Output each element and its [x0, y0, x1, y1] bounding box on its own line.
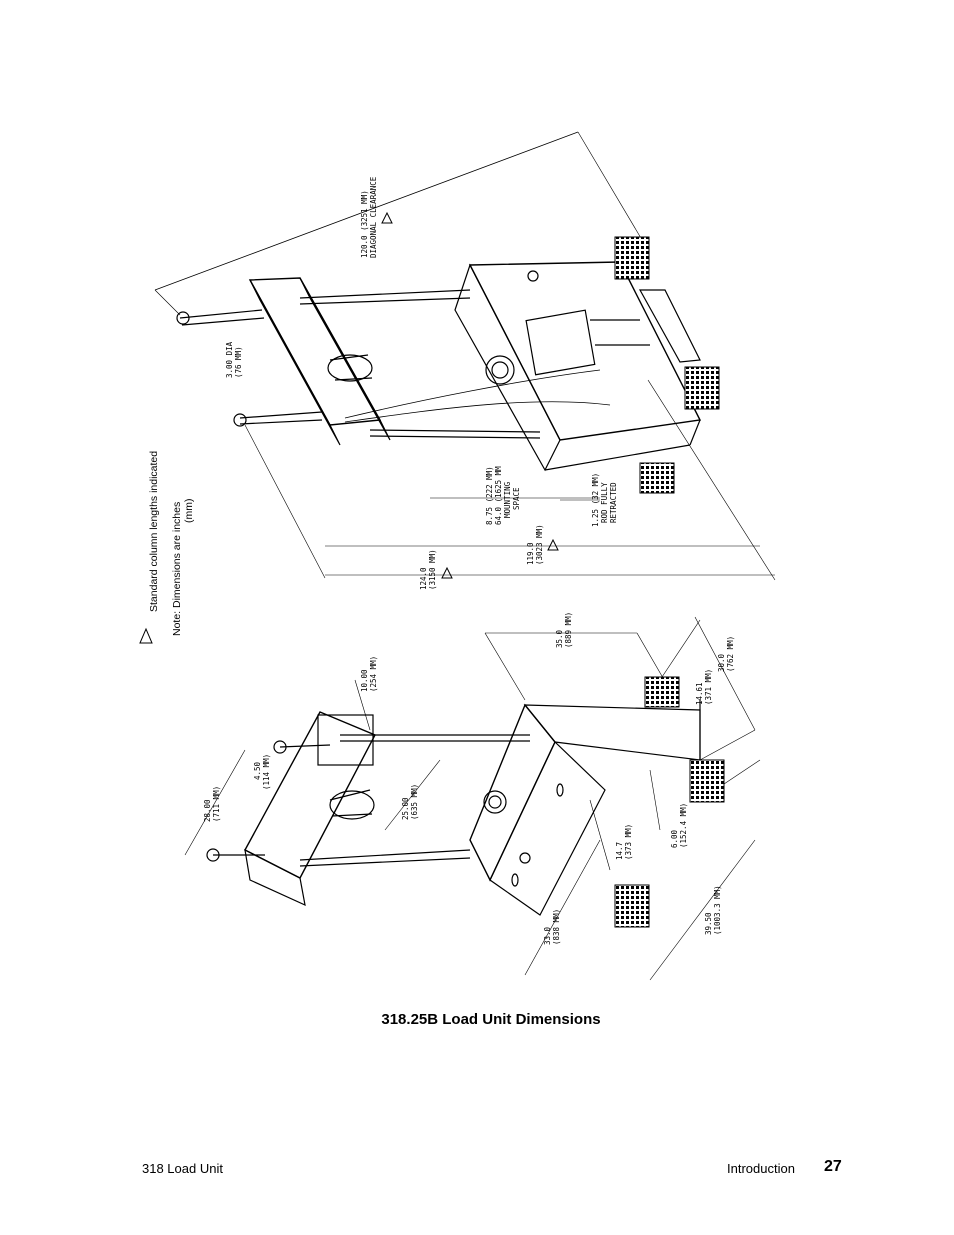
dim-14-61-mm: (371 MM): [704, 669, 713, 705]
dim-6-value: 6.00: [670, 829, 679, 848]
footer-section-name: Introduction: [727, 1161, 795, 1176]
dim-30-value: 30.0: [717, 653, 726, 672]
rod-retracted-label-2: RETRACTED: [609, 482, 618, 523]
column-diameter-value: 3.00 DIA: [225, 341, 234, 378]
dim-10-value: 10.00: [360, 669, 369, 692]
figure-caption: 318.25B Load Unit Dimensions: [381, 1011, 601, 1028]
height-119-mm: (3023 MM): [535, 524, 544, 565]
triangle-1-icon: [381, 211, 393, 224]
diagonal-clearance-label: DIAGONAL CLEARANCE: [369, 176, 378, 258]
lower-load-unit-view: [184, 616, 761, 981]
units-note-line2: (mm): [183, 499, 195, 524]
dim-35-mm: (889 MM): [564, 612, 573, 648]
dim-4-50-value: 4.50: [253, 761, 262, 780]
dim-14-7-mm: (373 MM): [624, 824, 633, 860]
dim-10-mm: (254 MM): [369, 656, 378, 692]
dim-39-50-mm: (1003.3 MM): [713, 885, 722, 935]
drawing-notes: Standard column lengths indicated Note: …: [139, 451, 195, 644]
dim-39-50-value: 39.50: [704, 912, 713, 935]
triangle-1-icon: [547, 538, 559, 551]
dim-4-50-mm: (114 MM): [262, 754, 271, 790]
dim-33-mm: (838 MM): [552, 909, 561, 945]
dim-6-mm: (152.4 MM): [679, 803, 688, 848]
mounting-space-value-2: 64.0 (1625 MM: [494, 466, 503, 525]
warning-triangle-legend: [139, 627, 153, 644]
dim-30-mm: (762 MM): [726, 636, 735, 672]
upper-dimension-labels: 120.0 (3251 MM) DIAGONAL CLEARANCE 3.00 …: [225, 176, 618, 590]
height-124-mm: (3150 MM): [428, 549, 437, 590]
mounting-space-label-2: SPACE: [512, 487, 521, 510]
dim-25-value: 25.00: [401, 797, 410, 820]
units-note-line1: Note: Dimensions are inches: [171, 502, 183, 636]
dim-25-mm: (635 MM): [410, 784, 419, 820]
dim-14-7-value: 14.7: [615, 842, 624, 860]
dim-33-value: 33.0: [543, 926, 552, 945]
height-124-value: 124.0: [419, 567, 428, 590]
dim-28-mm: (711 MM): [212, 786, 221, 822]
footer-product-name: 318 Load Unit: [142, 1161, 223, 1176]
rod-retracted-label: ROD FULLY: [600, 482, 609, 523]
standard-lengths-note: Standard column lengths indicated: [148, 451, 160, 612]
triangle-1-icon: [441, 566, 453, 579]
dim-14-61-value: 14.61: [695, 682, 704, 705]
mounting-space-label: MOUNTING: [503, 481, 512, 518]
rod-retracted-value: 1.25 (32 MM): [591, 473, 600, 527]
dim-28-value: 28.00: [203, 799, 212, 822]
dim-35-value: 35.0: [555, 629, 564, 648]
lower-dimension-labels: 35.0 (889 MM) 10.00 (254 MM) 28.00 (711 …: [203, 612, 735, 945]
page-number: 27: [824, 1158, 842, 1175]
upper-load-unit-view: [154, 131, 776, 581]
height-119-value: 119.0: [526, 542, 535, 565]
mounting-space-value-1: 8.75 (222 MM): [485, 466, 494, 525]
column-diameter-mm: (76 MM): [234, 346, 243, 378]
diagonal-clearance-value: 120.0 (3251 MM): [360, 190, 369, 258]
